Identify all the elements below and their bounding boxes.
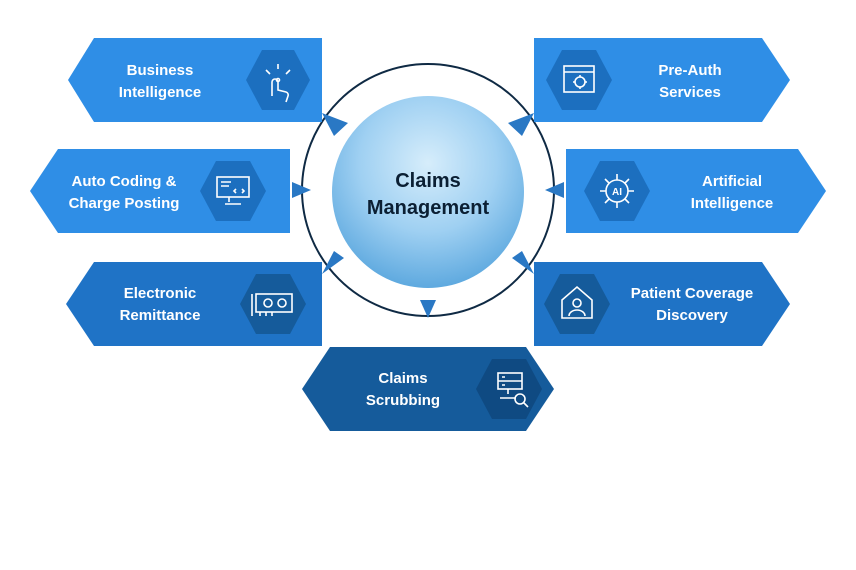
- center-subtitle: Management: [367, 197, 490, 219]
- node-label-line1: Electronic: [124, 285, 197, 302]
- node-patient-coverage: Patient Coverage Discovery: [534, 262, 790, 346]
- node-label-line2: Scrubbing: [366, 392, 440, 409]
- node-icon-hex: [546, 50, 612, 110]
- pointer-right: [545, 182, 564, 198]
- touch-gesture-icon: [265, 64, 291, 103]
- node-label-line1: Pre-Auth: [658, 62, 721, 79]
- server-search-icon: [497, 372, 529, 408]
- node-label-line2: Services: [659, 84, 721, 101]
- ring-pointers: [292, 113, 564, 318]
- house-person-icon: [561, 285, 593, 319]
- node-auto-coding: Auto Coding & Charge Posting: [30, 149, 290, 233]
- node-business-intelligence: Business Intelligence: [68, 38, 322, 122]
- node-label-line1: Patient Coverage: [631, 285, 754, 302]
- pointer-bottom-left: [322, 251, 344, 274]
- pointer-top-left: [322, 113, 348, 136]
- pointer-bottom-right: [512, 251, 534, 274]
- node-claims-scrubbing: Claims Scrubbing: [302, 347, 554, 431]
- center-circle: [332, 96, 524, 288]
- node-label-line1: Claims: [378, 370, 427, 387]
- node-icon-hex: [544, 274, 610, 334]
- node-label-line1: Auto Coding &: [72, 173, 177, 190]
- center-title: Claims: [395, 170, 461, 192]
- node-label-line2: Intelligence: [691, 195, 774, 212]
- pointer-bottom: [420, 300, 436, 318]
- node-label-line2: Intelligence: [119, 84, 202, 101]
- node-label-line1: Artificial: [702, 173, 762, 190]
- node-label-line2: Remittance: [120, 307, 201, 324]
- browser-gear-icon: [563, 65, 595, 93]
- node-icon-hex: [240, 274, 306, 334]
- pointer-left: [292, 182, 311, 198]
- pointer-top-right: [508, 113, 534, 136]
- node-pre-auth: Pre-Auth Services: [534, 38, 790, 122]
- node-electronic-remittance: Electronic Remittance: [66, 262, 322, 346]
- node-label-line1: Business: [127, 62, 194, 79]
- node-label-line2: Discovery: [656, 307, 728, 324]
- monitor-code-icon: [216, 176, 250, 205]
- node-artificial-intelligence: AI Artificial Intelligence: [566, 149, 826, 233]
- ai-chip-text: AI: [612, 187, 622, 198]
- node-icon-hex: [584, 161, 650, 221]
- ai-chip-icon: [600, 174, 634, 208]
- node-label-line2: Charge Posting: [69, 195, 180, 212]
- circuit-card-icon: [251, 293, 293, 316]
